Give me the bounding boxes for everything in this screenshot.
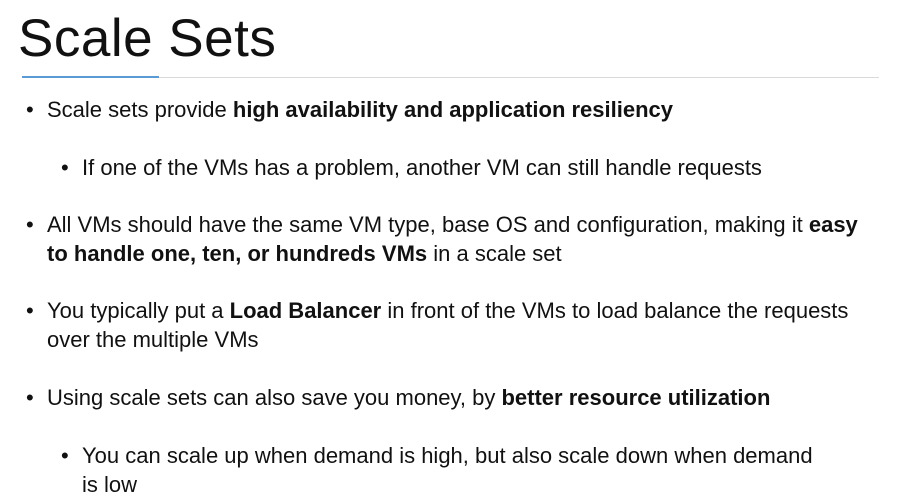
title-accent-line bbox=[22, 76, 159, 78]
bullet-text: You typically put a Load Balancer in fro… bbox=[47, 298, 849, 352]
bullet-text: Scale sets provide high availability and… bbox=[47, 97, 674, 122]
bullet-text: You can scale up when demand is high, bu… bbox=[82, 443, 813, 497]
bullet-dot: • bbox=[26, 212, 34, 237]
bullet-text: All VMs should have the same VM type, ba… bbox=[47, 212, 858, 266]
sub-bullet-item-2: • You can scale up when demand is high, … bbox=[61, 441, 822, 499]
bullet-dot: • bbox=[61, 155, 69, 180]
bullet-emphasis: better resource utilization bbox=[501, 385, 771, 410]
bullet-text: If one of the VMs has a problem, another… bbox=[82, 155, 762, 180]
bullet-dot: • bbox=[26, 385, 34, 410]
bullet-dot: • bbox=[26, 97, 34, 122]
bullet-item-3: • You typically put a Load Balancer in f… bbox=[26, 296, 857, 354]
bullet-item-4: • Using scale sets can also save you mon… bbox=[26, 383, 887, 412]
sub-bullet-item-1: • If one of the VMs has a problem, anoth… bbox=[61, 153, 882, 182]
bullet-text: Using scale sets can also save you money… bbox=[47, 385, 771, 410]
bullet-emphasis: easy to handle one, ten, or hundreds VMs bbox=[47, 212, 858, 266]
slide-title: Scale Sets bbox=[18, 9, 277, 68]
bullet-dot: • bbox=[26, 298, 34, 323]
bullet-item-2: • All VMs should have the same VM type, … bbox=[26, 210, 877, 268]
bullet-emphasis: Load Balancer bbox=[229, 298, 382, 323]
bullet-emphasis: high availability and application resili… bbox=[232, 97, 674, 122]
bullet-dot: • bbox=[61, 443, 69, 468]
bullet-item-1: • Scale sets provide high availability a… bbox=[26, 95, 867, 124]
title-divider bbox=[22, 77, 879, 78]
